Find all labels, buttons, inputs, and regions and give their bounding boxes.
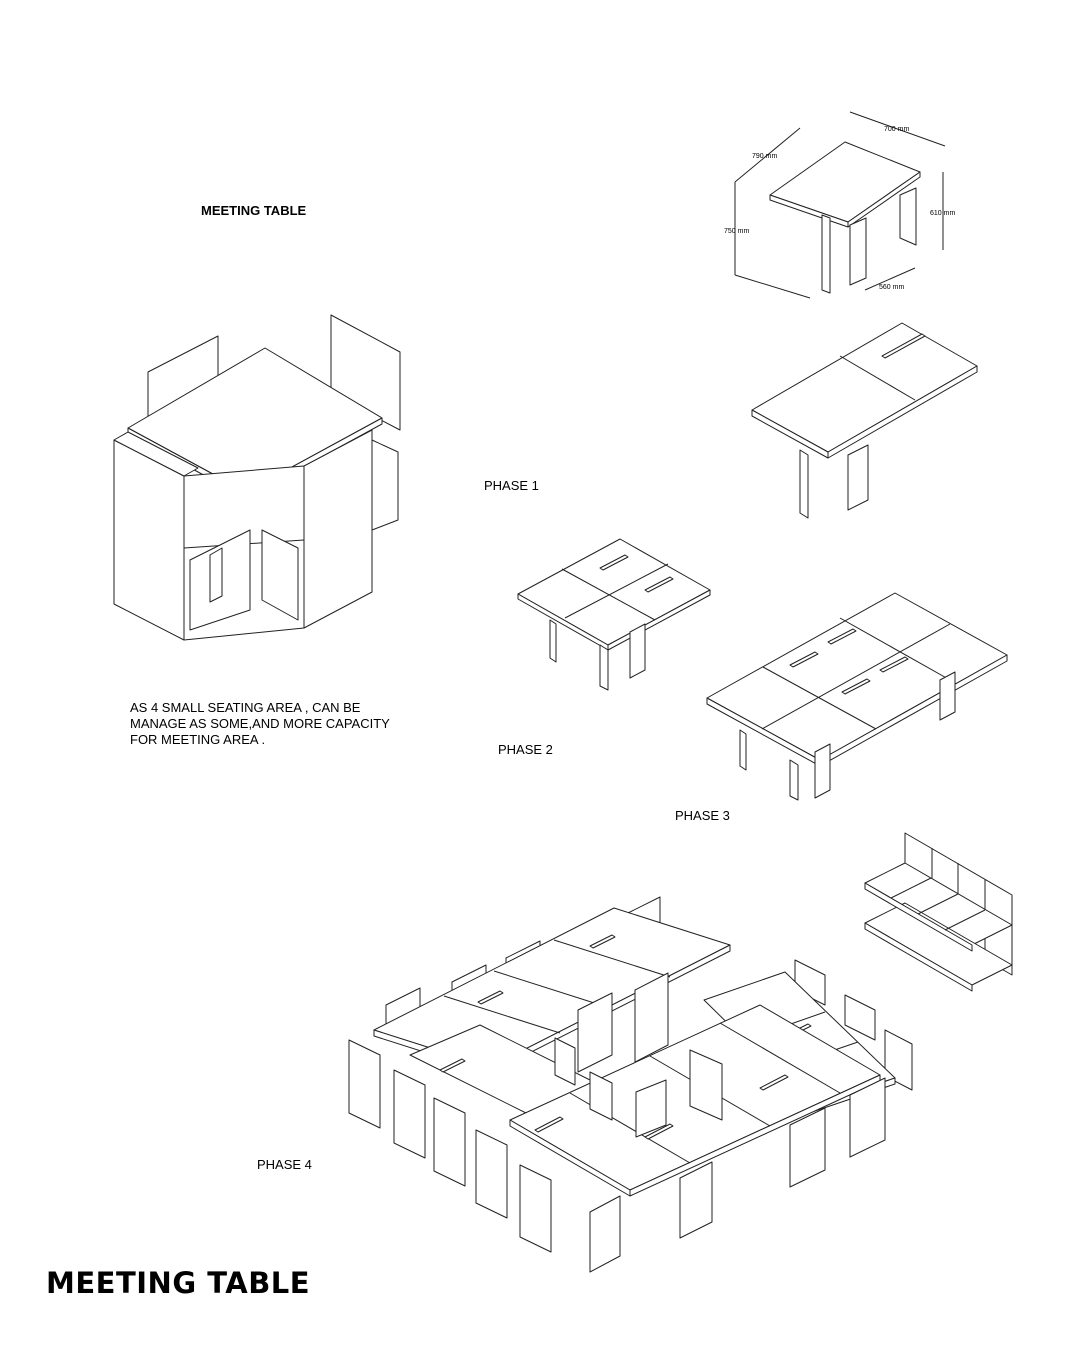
dim-height-right-label: 610 mm [930,210,955,217]
dim-base-label: 560 mm [879,284,904,291]
four-seat-cube-drawing [113,314,401,641]
description-text: AS 4 SMALL SEATING AREA , CAN BE MANAGE … [130,700,430,748]
page-title: MEETING TABLE [46,1266,311,1300]
phase-4-label: PHASE 4 [257,1157,312,1172]
dimensioned-table-drawing: 700 mm 790 mm 610 mm 750 mm 560 mm [724,111,955,299]
dim-width-label: 700 mm [884,126,909,133]
phase-4-bench-module-drawing [864,832,1013,992]
phase-3-table-drawing [706,592,1008,801]
dim-depth-label: 790 mm [752,153,777,160]
description-line-1: AS 4 SMALL SEATING AREA , CAN BE [130,700,361,715]
phase-3-label: PHASE 3 [675,808,730,823]
phase-2-table-drawing [517,538,711,691]
diagram-title: MEETING TABLE [201,203,307,218]
description-line-2: MANAGE AS SOME,AND MORE CAPACITY [130,716,390,731]
phase-2-label: PHASE 2 [498,742,553,757]
dim-height-left-label: 750 mm [724,228,749,235]
phase-4-assembly-drawing [348,896,913,1273]
phase-1-table-drawing [751,322,978,519]
description-line-3: FOR MEETING AREA . [130,732,266,747]
phase-1-label: PHASE 1 [484,478,539,493]
